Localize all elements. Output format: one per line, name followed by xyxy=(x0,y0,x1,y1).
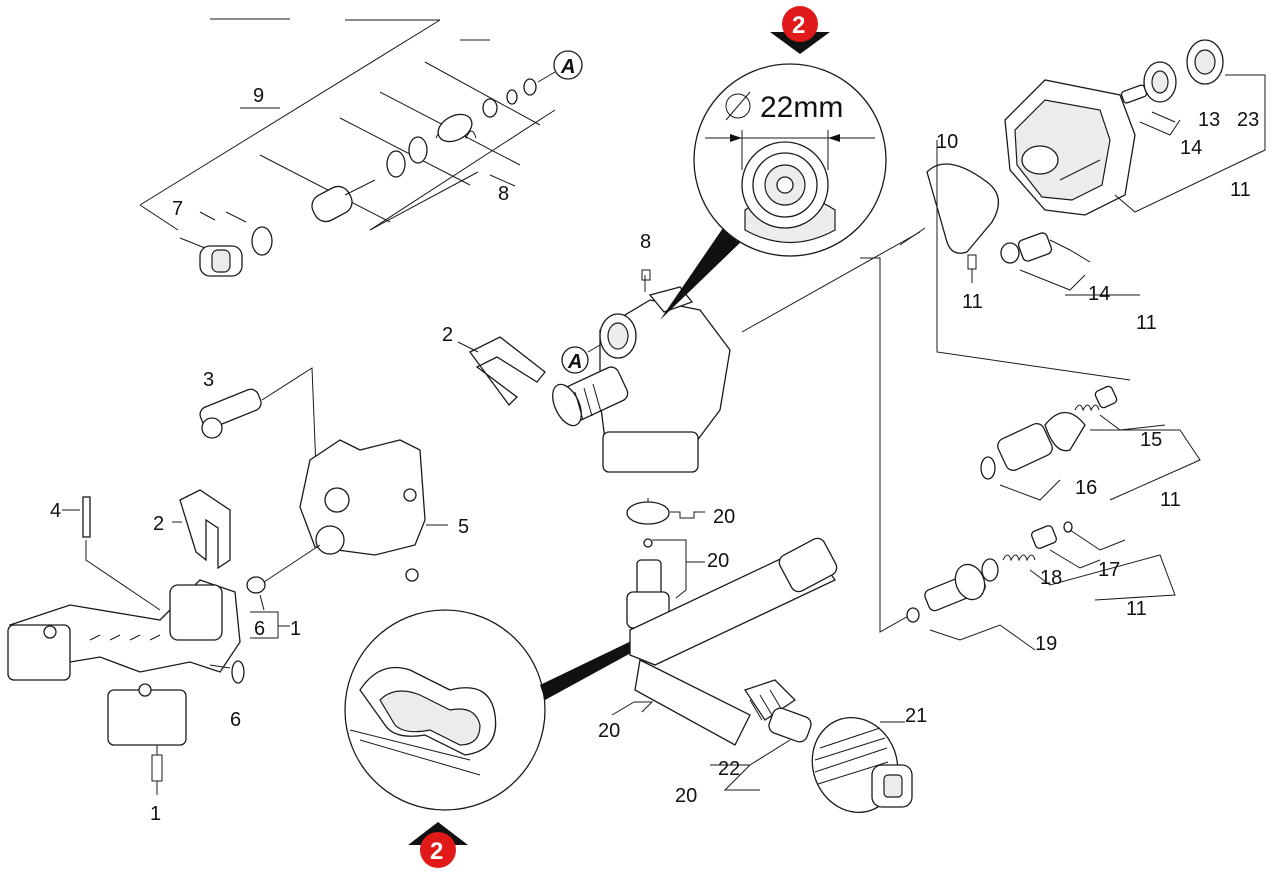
label-1-b: 1 xyxy=(150,803,161,825)
label-20-b: 20 xyxy=(707,550,729,572)
o-ring xyxy=(408,136,428,164)
label-20: 20 xyxy=(713,506,735,528)
label-8: 8 xyxy=(498,183,509,205)
label-11-d: 11 xyxy=(1160,489,1181,511)
svg-text:2: 2 xyxy=(430,838,443,865)
nut xyxy=(523,78,537,96)
label-17: 17 xyxy=(1098,559,1120,581)
valve-assembly-group: A xyxy=(139,18,583,277)
label-1: 1 xyxy=(290,618,301,640)
o-ring xyxy=(251,226,273,256)
elbow-fitting xyxy=(199,245,243,277)
connector-marker-circle xyxy=(553,50,583,80)
suction-tube-group xyxy=(611,498,913,813)
label-2-b: 2 xyxy=(153,513,164,535)
label-20-d: 20 xyxy=(675,785,697,807)
label-15: 15 xyxy=(1140,429,1162,451)
label-4: 4 xyxy=(50,500,61,522)
label-10: 10 xyxy=(936,131,958,153)
pump-head-group: A xyxy=(457,225,745,473)
frame-bracket-group xyxy=(7,489,245,795)
zoom-marker-bottom: 2 xyxy=(408,822,468,868)
label-14-b: 14 xyxy=(1088,283,1110,305)
label-3: 3 xyxy=(203,369,214,391)
connector-marker-label-2: A xyxy=(567,351,582,373)
retaining-clip xyxy=(469,336,546,406)
label-16: 16 xyxy=(1075,477,1097,499)
label-11-c: 11 xyxy=(1136,312,1157,334)
label-20-c: 20 xyxy=(598,720,620,742)
label-6-b: 6 xyxy=(230,709,241,731)
seal-ring xyxy=(1044,411,1086,452)
label-19: 19 xyxy=(1035,633,1057,655)
pin xyxy=(82,496,91,538)
label-11-b: 11 xyxy=(1230,179,1251,201)
label-5: 5 xyxy=(458,516,469,538)
label-6: 6 xyxy=(254,618,265,640)
washer xyxy=(482,98,498,118)
connector-marker-label: A xyxy=(560,56,575,78)
threaded-outlet xyxy=(552,366,629,427)
label-14: 14 xyxy=(1180,137,1202,159)
valve-body xyxy=(311,179,376,223)
clip-bracket xyxy=(179,489,231,570)
zoom-detail-top: 22mm 2 xyxy=(693,6,887,257)
o-ring-small xyxy=(231,660,245,684)
zoom-pointer xyxy=(660,225,745,320)
label-2: 2 xyxy=(442,324,453,346)
label-8-b: 8 xyxy=(640,231,651,253)
o-ring-large xyxy=(626,501,670,525)
o-ring xyxy=(386,150,406,178)
hose-coupling xyxy=(811,717,913,813)
label-22: 22 xyxy=(718,758,740,780)
check-valve xyxy=(997,423,1053,471)
label-9: 9 xyxy=(253,85,264,107)
housing-cover-group xyxy=(199,367,448,639)
dimension-label: 22mm xyxy=(760,91,843,124)
right-assemblies-group xyxy=(741,39,1266,651)
svg-text:2: 2 xyxy=(792,12,805,39)
spring xyxy=(435,113,477,143)
label-13: 13 xyxy=(1198,109,1220,131)
label-21: 21 xyxy=(905,705,927,727)
label-11-e: 11 xyxy=(1126,598,1147,620)
label-18: 18 xyxy=(1040,567,1062,589)
filter xyxy=(768,707,812,743)
triangle-seal xyxy=(926,163,999,254)
washer xyxy=(506,89,518,105)
o-ring-small xyxy=(246,576,266,594)
label-11: 11 xyxy=(962,291,983,313)
label-23: 23 xyxy=(1237,109,1259,131)
part-number-labels: 9 7 8 8 2 3 4 2 5 6 1 6 1 10 11 13 23 14… xyxy=(50,85,1259,825)
label-7: 7 xyxy=(172,198,183,220)
zoom-marker-top: 2 xyxy=(770,6,830,54)
